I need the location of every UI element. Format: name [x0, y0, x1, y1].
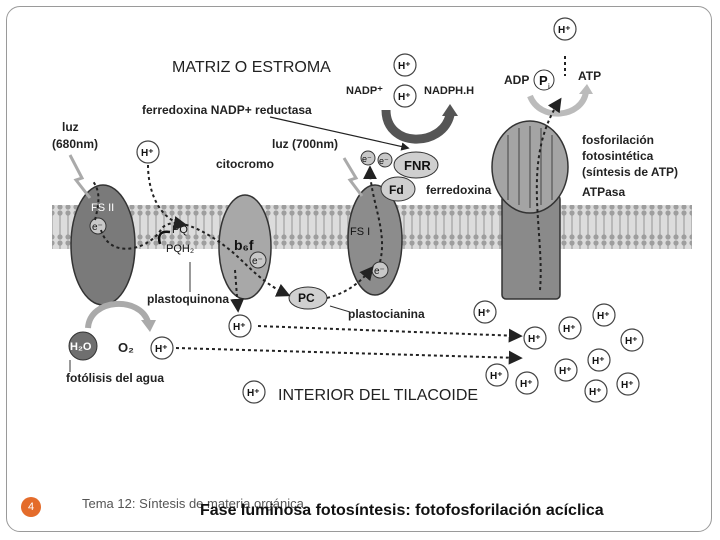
- footer-topic: Tema 12: Síntesis de materia orgánica: [82, 496, 304, 511]
- atp-synthesis-arrow: [527, 91, 589, 117]
- proton-circle: [242, 380, 266, 404]
- slide-frame: [6, 6, 712, 532]
- o2-label: O₂: [118, 340, 134, 355]
- electron-label: e⁻: [374, 266, 385, 277]
- proton-circle: [523, 326, 547, 350]
- b6f-label: b₆f: [234, 237, 254, 253]
- nadph-label: NADPH.H: [424, 85, 474, 97]
- electron-label: e⁻: [379, 156, 389, 166]
- proton-circle: [150, 336, 174, 360]
- fnr-enzyme-label: ferredoxina NADP+ reductasa: [142, 103, 312, 117]
- adp-label: ADP: [504, 73, 529, 87]
- proton-group: H⁺ H⁺ H⁺ H⁺ H⁺ H⁺ H⁺ H⁺ H⁺ H⁺ H⁺ H⁺ H⁺ H⁺ H⁺ H⁺ H⁺ H⁺: [136, 17, 644, 404]
- proton-label: H⁺: [398, 92, 411, 103]
- atp-label: ATP: [578, 69, 601, 83]
- electron-b6f: [249, 251, 267, 269]
- proton-circle: [228, 314, 252, 338]
- pc-label: PC: [298, 291, 315, 305]
- proton-label: H⁺: [558, 25, 571, 36]
- pqh2-label: PQH₂: [166, 243, 194, 255]
- fnr-label: FNR: [404, 158, 431, 173]
- h2o-label: H₂O: [70, 341, 92, 353]
- pi-sub-label: i: [548, 82, 550, 91]
- cytochrome-b6f: [218, 194, 272, 300]
- fnr-enzyme: [393, 151, 439, 179]
- nadp-reduction-arrow: [381, 109, 455, 144]
- proton-circle: [515, 371, 539, 395]
- proton-label: H⁺: [233, 322, 246, 333]
- proton-circle: [616, 372, 640, 396]
- proton-label: H⁺: [520, 379, 533, 390]
- slide-title: Fase luminosa fotosíntesis: fotofosforil…: [200, 502, 604, 519]
- proton-label: H⁺: [589, 387, 602, 398]
- proton-label: H⁺: [398, 61, 411, 72]
- proton-label: H⁺: [247, 388, 260, 399]
- pi-label: P: [539, 73, 548, 88]
- light-680-label: luz: [62, 120, 79, 134]
- proton-circle: [393, 53, 417, 77]
- stroma-title: MATRIZ O ESTROMA: [172, 59, 331, 76]
- proton-label: H⁺: [141, 148, 154, 159]
- h2o-circle: [68, 331, 98, 361]
- proton-circle: [587, 348, 611, 372]
- fosforilacion-label-1: fosforilación: [582, 133, 654, 147]
- proton-label: H⁺: [592, 356, 605, 367]
- ferredoxina-label: ferredoxina: [426, 183, 492, 197]
- proton-label: H⁺: [563, 324, 576, 335]
- lightning-680-icon: [68, 154, 92, 199]
- proton-circle: [592, 303, 616, 327]
- pi-circle: [533, 69, 555, 91]
- electron-label: e⁻: [252, 256, 263, 267]
- lumen-title: INTERIOR DEL TILACOIDE: [278, 387, 478, 404]
- proton-circle: [136, 140, 160, 164]
- plastoquinona-label: plastoquinona: [147, 292, 229, 306]
- proton-circle: [584, 379, 608, 403]
- lightning-700-icon: [342, 157, 364, 197]
- proton-circle: [553, 17, 577, 41]
- fs2-label: FS II: [91, 202, 114, 214]
- electron-fnr-2: [377, 152, 393, 168]
- proton-circle: [558, 316, 582, 340]
- electron-fnr-1: [360, 150, 376, 166]
- page-number: 4: [21, 497, 41, 517]
- proton-label: H⁺: [155, 344, 168, 355]
- proton-circle: [554, 358, 578, 382]
- proton-label: H⁺: [478, 308, 491, 319]
- proton-label: H⁺: [528, 334, 541, 345]
- fosforilacion-label-2: fotosintética: [582, 149, 654, 163]
- proton-circle: [485, 363, 509, 387]
- atpasa-label: ATPasa: [582, 185, 625, 199]
- fd-label: Fd: [389, 183, 404, 197]
- proton-label: H⁺: [597, 311, 610, 322]
- fosforilacion-label-3: (síntesis de ATP): [582, 165, 678, 179]
- proton-circle: [393, 84, 417, 108]
- proton-label: H⁺: [625, 336, 638, 347]
- proton-circle: [473, 300, 497, 324]
- light-680-nm: (680nm): [52, 137, 98, 151]
- proton-circle: [620, 328, 644, 352]
- fotolisis-label: fotólisis del agua: [66, 371, 164, 385]
- citocromo-label: citocromo: [216, 157, 274, 171]
- photolysis-arrow: [85, 300, 151, 329]
- ferredoxin: [380, 176, 416, 202]
- fs1-label: FS I: [350, 226, 370, 238]
- nadp-label: NADP⁺: [346, 85, 383, 97]
- light-700-label: luz (700nm): [272, 137, 338, 151]
- proton-label: H⁺: [621, 380, 634, 391]
- proton-label: H⁺: [490, 371, 503, 382]
- electron-label: e⁻: [92, 222, 103, 233]
- electron-label: e⁻: [362, 154, 372, 164]
- plastocianina-label: plastocianina: [348, 307, 425, 321]
- proton-label: H⁺: [559, 366, 572, 377]
